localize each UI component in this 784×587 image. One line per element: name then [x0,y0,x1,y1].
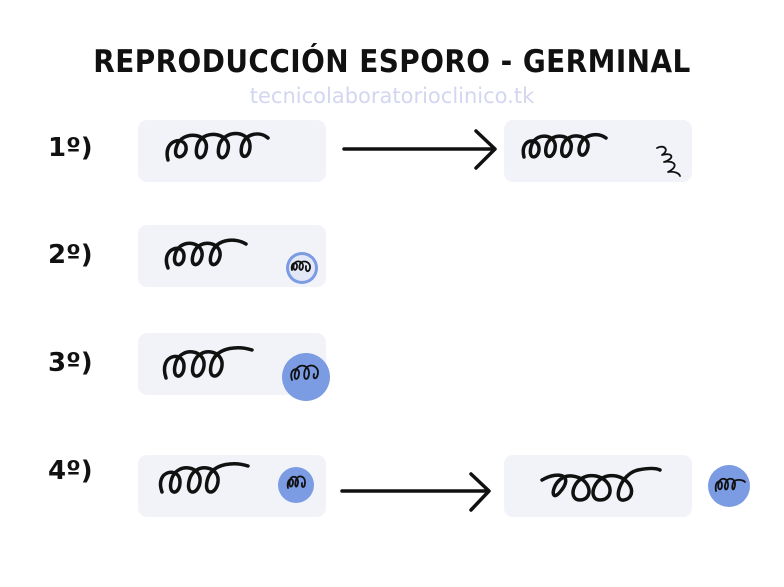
spiral-bacterium [167,133,268,160]
spore-released [708,465,750,507]
spiral-bacterium [542,469,660,501]
spiral-bacterium [160,464,248,492]
developing-spore [657,147,680,176]
arrow-step-1 [344,131,495,168]
arrow-step-4 [342,474,489,510]
spiral-bacterium [164,348,252,378]
spiral-bacterium [166,240,246,268]
spore-step-3 [282,353,330,401]
spiral-bacterium [523,135,606,157]
